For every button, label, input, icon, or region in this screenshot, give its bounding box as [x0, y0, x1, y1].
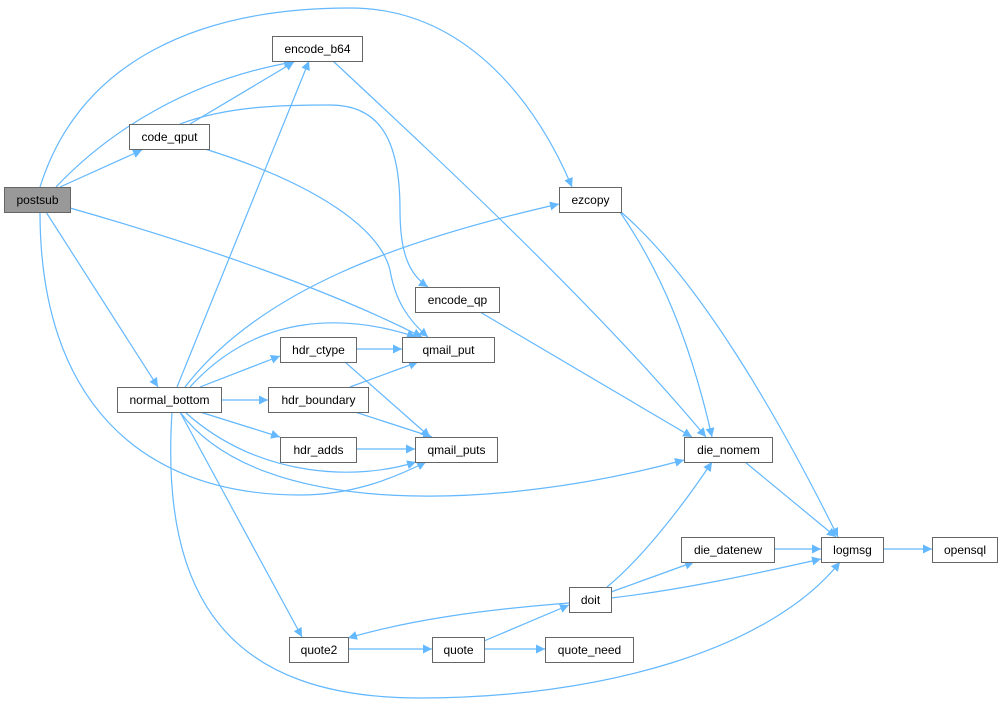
edge-quote-to-doit: [483, 604, 570, 642]
node-label: encode_qp: [428, 293, 488, 307]
node-label: qmail_put: [422, 343, 475, 357]
edge-normal_bottom-to-ezcopy: [184, 201, 560, 388]
node-label: quote: [443, 643, 473, 657]
node-quote2[interactable]: quote2: [289, 637, 349, 663]
node-opensql[interactable]: opensql: [932, 537, 998, 563]
node-doit[interactable]: doit: [569, 587, 612, 613]
node-box: [268, 387, 369, 413]
node-box: [932, 537, 998, 563]
edge-normal_bottom-to-quote2: [179, 411, 303, 638]
node-box: [569, 587, 612, 613]
edge-hdr_ctype-to-qmail_puts: [344, 361, 431, 438]
node-label: hdr_ctype: [292, 343, 345, 357]
node-box: [280, 337, 357, 363]
node-box: [681, 537, 775, 563]
edge-normal_bottom-to-qmail_put: [189, 322, 417, 388]
node-box: [684, 437, 773, 463]
edge-normal_bottom-to-encode_b64: [176, 60, 310, 388]
node-label: normal_bottom: [129, 393, 209, 407]
node-box: [117, 387, 222, 413]
edge-code_qput-to-qmail_put: [204, 148, 429, 338]
node-ezcopy[interactable]: ezcopy: [559, 187, 622, 213]
node-quote[interactable]: quote: [432, 637, 485, 663]
edge-encode_qp-to-die_nomem: [479, 311, 693, 438]
edge-doit-to-logmsg: [610, 556, 822, 599]
node-box: [545, 637, 634, 663]
edge-normal_bottom-to-hdr_adds: [199, 411, 281, 439]
edge-die_nomem-to-logmsg: [744, 461, 837, 538]
node-box: [280, 437, 357, 463]
node-label: doit: [581, 593, 601, 607]
node-logmsg[interactable]: logmsg: [821, 537, 884, 563]
node-quote-need[interactable]: quote_need: [545, 637, 634, 663]
node-label: qmail_puts: [427, 443, 485, 457]
edge-postsub-to-qmail_put: [69, 207, 423, 338]
node-box: [821, 537, 884, 563]
node-box: [415, 437, 498, 463]
edge-ezcopy-to-die_nomem: [619, 211, 715, 438]
edge-normal_bottom-to-qmail_puts: [184, 411, 417, 473]
node-label: postsub: [16, 193, 58, 207]
node-label: die_nomem: [697, 443, 760, 457]
edge-encode_b64-to-die_nomem: [332, 60, 707, 438]
node-label: quote2: [301, 643, 338, 657]
node-qmail-put[interactable]: qmail_put: [402, 337, 495, 363]
node-die-datenew[interactable]: die_datenew: [681, 537, 775, 563]
edge-hdr_boundary-to-qmail_put: [349, 360, 419, 388]
edge-normal_bottom-to-logmsg: [170, 411, 841, 699]
edge-ezcopy-to-logmsg: [620, 211, 839, 538]
edge-postsub-to-ezcopy: [39, 7, 573, 188]
node-label: code_qput: [141, 130, 198, 144]
node-hdr-ctype[interactable]: hdr_ctype: [280, 337, 357, 363]
node-code-qput[interactable]: code_qput: [129, 124, 210, 150]
edges: [39, 7, 932, 699]
edge-normal_bottom-to-die_nomem: [179, 411, 685, 497]
node-box: [289, 637, 349, 663]
edge-postsub-to-normal_bottom: [45, 211, 159, 388]
node-label: opensql: [944, 543, 986, 557]
edge-code_qput-to-encode_b64: [189, 61, 295, 125]
node-label: quote_need: [558, 643, 621, 657]
node-box: [559, 187, 622, 213]
edge-doit-to-die_datenew: [610, 560, 695, 593]
edge-doit-to-quote2: [347, 602, 570, 640]
node-label: encode_b64: [284, 42, 350, 56]
edge-code_qput-to-encode_qp: [179, 104, 429, 288]
node-box: [272, 36, 363, 62]
node-hdr-boundary[interactable]: hdr_boundary: [268, 387, 369, 413]
node-label: die_datenew: [694, 543, 762, 557]
node-box: [415, 287, 500, 313]
node-box: [4, 187, 71, 213]
node-label: logmsg: [833, 543, 872, 557]
node-encode-qp[interactable]: encode_qp: [415, 287, 500, 313]
node-encode-b64[interactable]: encode_b64: [272, 36, 363, 62]
node-label: ezcopy: [571, 193, 609, 207]
node-hdr-adds[interactable]: hdr_adds: [280, 437, 357, 463]
node-die-nomem[interactable]: die_nomem: [684, 437, 773, 463]
edge-doit-to-die_nomem: [606, 461, 713, 588]
node-box: [129, 124, 210, 150]
node-box: [432, 637, 485, 663]
node-postsub[interactable]: postsub: [4, 187, 71, 213]
edge-postsub-to-code_qput: [59, 149, 143, 188]
node-normal-bottom[interactable]: normal_bottom: [117, 387, 222, 413]
node-qmail-puts[interactable]: qmail_puts: [415, 437, 498, 463]
node-label: hdr_boundary: [281, 393, 355, 407]
edge-hdr_boundary-to-qmail_puts: [354, 411, 433, 439]
edge-postsub-to-qmail_puts: [39, 211, 427, 496]
edge-postsub-to-encode_b64: [55, 59, 294, 188]
node-label: hdr_adds: [293, 443, 343, 457]
node-box: [402, 337, 495, 363]
edge-normal_bottom-to-hdr_ctype: [199, 355, 281, 388]
